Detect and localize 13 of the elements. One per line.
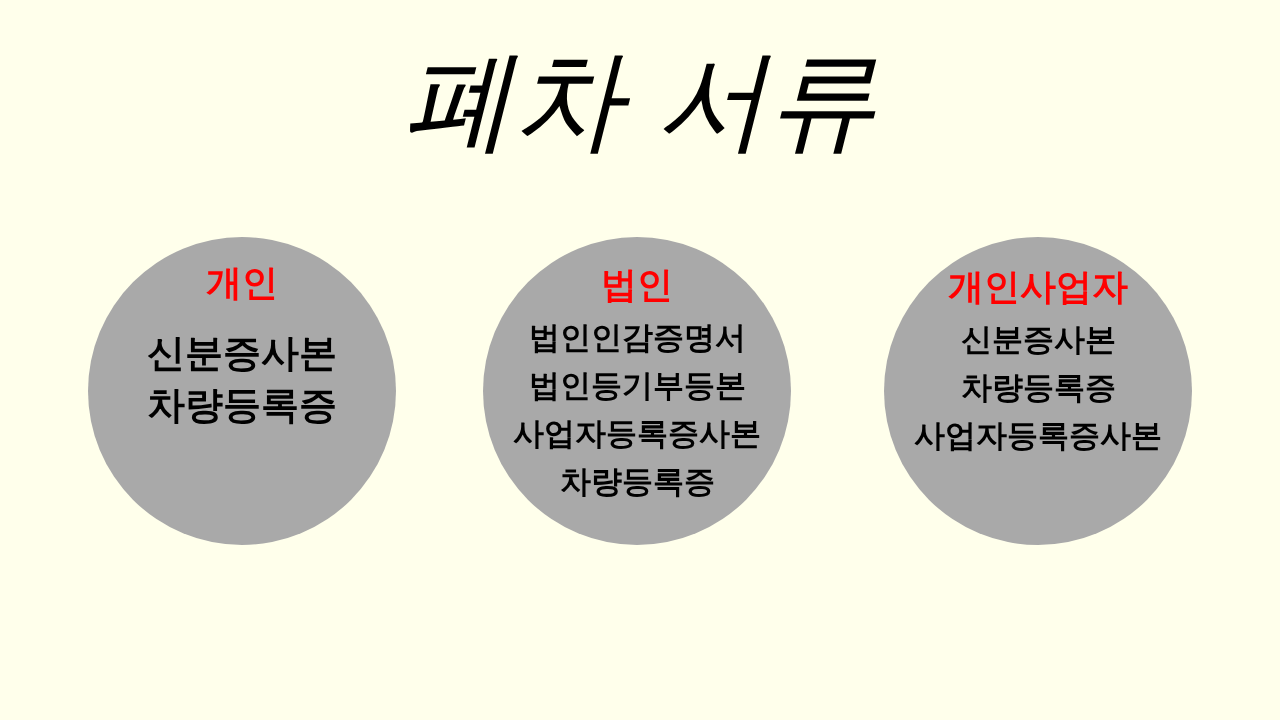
document-item: 차량등록증 [147, 382, 337, 429]
category-heading: 법인 [601, 263, 673, 307]
document-item: 법인인감증명서 [528, 318, 746, 357]
document-item: 사업자등록증사본 [513, 414, 761, 453]
document-item: 사업자등록증사본 [914, 416, 1162, 455]
category-heading: 개인 [206, 261, 278, 305]
category-heading: 개인사업자 [948, 265, 1128, 309]
document-item: 차량등록증 [559, 462, 715, 501]
document-item: 법인등기부등본 [528, 366, 746, 405]
document-item: 신분증사본 [147, 330, 337, 377]
title: 폐차 서류 [402, 35, 878, 166]
document-item: 신분증사본 [960, 320, 1116, 359]
document-item: 차량등록증 [960, 368, 1116, 407]
